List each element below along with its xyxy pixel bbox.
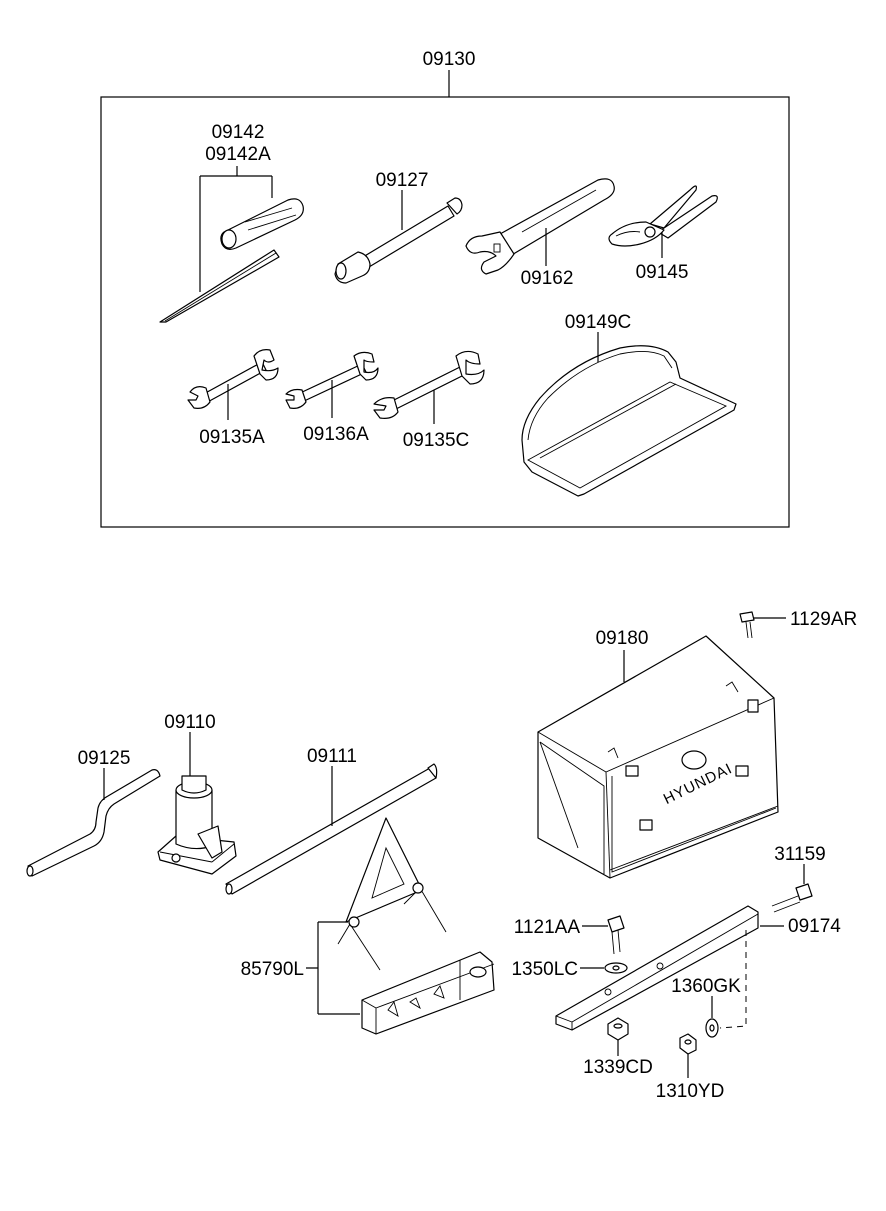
washer-b-part: 1360GK — [671, 976, 741, 1038]
label-09145[interactable]: 09145 — [636, 262, 689, 283]
extension-bar-part: 09127 — [334, 170, 463, 284]
label-1350lc[interactable]: 1350LC — [511, 959, 578, 980]
label-09142a[interactable]: 09142A — [205, 144, 271, 165]
screwdriver-part: 09142 09142A — [159, 122, 304, 323]
label-09110[interactable]: 09110 — [164, 712, 215, 733]
label-1129ar[interactable]: 1129AR — [790, 609, 857, 630]
label-09135c[interactable]: 09135C — [403, 430, 470, 451]
wrench-09136a-part: 09136A — [285, 351, 379, 445]
tool-kit-group: 09130 — [100, 49, 790, 528]
pliers-part: 09145 — [608, 185, 718, 283]
wrench-09135c-part: 09135C — [373, 350, 485, 451]
washer-a-part: 1350LC — [511, 959, 628, 980]
bracket-bolt-part: 31159 — [771, 844, 826, 913]
jack-part: 09110 — [157, 712, 237, 875]
label-31159[interactable]: 31159 — [774, 844, 825, 865]
label-09130[interactable]: 09130 — [423, 49, 476, 70]
label-09135a[interactable]: 09135A — [199, 427, 265, 448]
label-09142[interactable]: 09142 — [212, 122, 265, 143]
label-09127[interactable]: 09127 — [376, 170, 429, 191]
label-09125[interactable]: 09125 — [78, 748, 131, 769]
label-1339cd[interactable]: 1339CD — [583, 1057, 653, 1078]
label-09149c[interactable]: 09149C — [565, 312, 632, 333]
label-1360gk[interactable]: 1360GK — [671, 976, 741, 997]
label-85790l[interactable]: 85790L — [241, 959, 304, 980]
nut-b-part: 1310YD — [656, 1033, 725, 1102]
label-09111[interactable]: 09111 — [307, 746, 357, 767]
label-1310yd[interactable]: 1310YD — [656, 1081, 725, 1102]
label-1121aa[interactable]: 1121AA — [514, 917, 581, 938]
jack-handle-part: 09125 — [26, 748, 161, 877]
label-09136a[interactable]: 09136A — [303, 424, 369, 445]
jack-rod-part: 09111 — [225, 746, 438, 895]
case-screw-part: 1129AR — [739, 609, 857, 639]
bolt-part: 1121AA — [514, 915, 625, 955]
adjustable-wrench-part: 09162 — [465, 178, 615, 289]
tool-bag-part: 09149C — [521, 312, 737, 497]
bracket-part: 09174 — [555, 905, 841, 1031]
warning-triangle-part: 85790L — [241, 817, 495, 1035]
label-09174[interactable]: 09174 — [788, 916, 841, 937]
label-09162[interactable]: 09162 — [521, 268, 574, 289]
tool-kit-frame — [100, 96, 790, 528]
nut-a-part: 1339CD — [583, 1017, 653, 1078]
tool-case-part: HYUNDAI 09180 — [537, 628, 779, 879]
wrench-09135a-part: 09135A — [187, 349, 279, 448]
label-09180[interactable]: 09180 — [596, 628, 649, 649]
